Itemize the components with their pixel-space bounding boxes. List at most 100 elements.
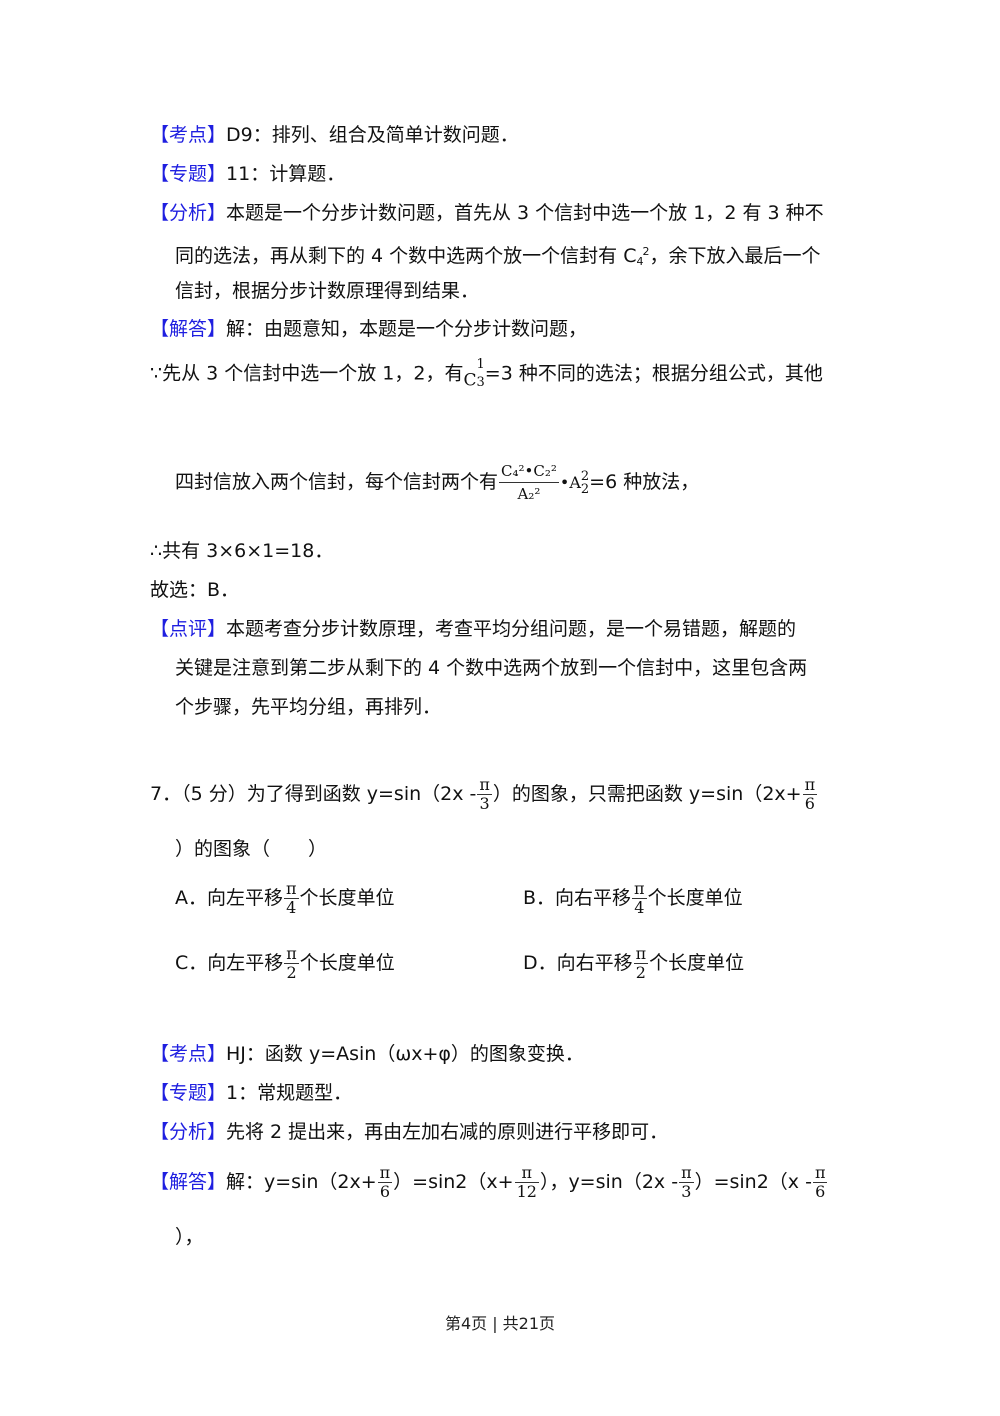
- frac-den: 6: [379, 1182, 390, 1201]
- dianping-line1: 本题考查分步计数原理，考查平均分组问题，是一个易错题，解题的: [226, 618, 797, 640]
- q7-kaodian-row: 【考点】HJ：函数 y=Asin（ωx+φ）的图象变换．: [150, 1041, 584, 1067]
- frac-num: π: [812, 1163, 828, 1183]
- zhuanti-text: 1：常规题型．: [226, 1082, 353, 1104]
- jieda-p2: ）=sin2（x+: [393, 1171, 514, 1193]
- frac-num: π: [802, 775, 818, 795]
- frac-num: π: [284, 879, 299, 899]
- grouping-fraction: C₄²•C₂² A₂²: [499, 460, 559, 505]
- zhuanti-tag: 【专题】: [150, 1082, 227, 1104]
- option-tail: 个长度单位: [649, 952, 745, 974]
- option-tail: 个长度单位: [299, 952, 395, 974]
- perm-sub: 2: [580, 481, 590, 497]
- frac-den: 2: [635, 963, 646, 982]
- fenxi-tag: 【分析】: [150, 202, 227, 224]
- frac-den: 4: [634, 898, 645, 917]
- frac-num: π: [633, 944, 649, 964]
- dianping-row: 【点评】本题考查分步计数原理，考查平均分组问题，是一个易错题，解题的: [150, 616, 796, 642]
- option-label: B．向右平移: [523, 887, 632, 909]
- frac-den: A₂²: [517, 485, 541, 503]
- jieda-line4: ∴共有 3×6×1=18．: [150, 540, 334, 562]
- frac-num: π: [284, 944, 299, 964]
- frac-den: 2: [286, 963, 297, 982]
- comb-sub: 3: [476, 375, 485, 390]
- jieda-line3-b: =6 种放法，: [589, 471, 700, 493]
- frac-den: 6: [815, 1182, 826, 1201]
- fenxi-line3: 信封，根据分步计数原理得到结果．: [175, 280, 480, 302]
- jieda-p4: ）=sin2（x -: [694, 1171, 812, 1193]
- fenxi-tag: 【分析】: [150, 1121, 227, 1143]
- frac-num: π: [477, 775, 492, 795]
- kaodian-row: 【考点】D9：排列、组合及简单计数问题．: [150, 122, 519, 148]
- fenxi-sup: 2: [642, 245, 650, 258]
- dianping-line3: 个步骤，先平均分组，再排列．: [175, 696, 442, 718]
- jieda-line5: 故选：B．: [150, 579, 240, 601]
- frac-num: π: [679, 1163, 694, 1183]
- dianping-line2: 关键是注意到第二步从剩下的 4 个数中选两个放到一个信封中，这里包含两: [175, 657, 808, 679]
- perm-sup: 2: [580, 468, 590, 484]
- frac-num: π: [377, 1163, 393, 1183]
- q7-fenxi-row: 【分析】先将 2 提出来，再由左加右减的原则进行平移即可．: [150, 1119, 668, 1145]
- jieda-tag: 【解答】: [150, 1171, 227, 1193]
- jieda-line2-b: =3 种不同的选法；根据分组公式，其他: [484, 362, 823, 385]
- fenxi-sub: 4: [636, 255, 644, 268]
- zhuanti-row: 【专题】11：计算题．: [150, 161, 345, 187]
- zhuanti-text: 11：计算题．: [226, 163, 346, 185]
- comb-c: C: [463, 370, 477, 391]
- fenxi-line2-a: 同的选法，再从剩下的 4 个数中选两个放一个信封有 C: [175, 245, 637, 267]
- perm-a: •A: [559, 473, 581, 492]
- zhuanti-tag: 【专题】: [150, 163, 227, 185]
- q7-stem-c: ）的图象（ ）: [175, 838, 328, 860]
- kaodian-text: HJ：函数 y=Asin（ωx+φ）的图象变换．: [226, 1043, 584, 1065]
- fenxi-text: 先将 2 提出来，再由左加右减的原则进行平移即可．: [226, 1121, 669, 1143]
- frac-num: π: [632, 879, 647, 899]
- jieda-line3-a: 四封信放入两个信封，每个信封两个有: [175, 471, 499, 493]
- fenxi-line2-b: ，余下放入最后一个: [649, 245, 821, 267]
- frac-den: 3: [681, 1182, 692, 1201]
- q7-stem-b: ）的图象，只需把函数 y=sin（2x+: [492, 783, 802, 805]
- kaodian-text: D9：排列、组合及简单计数问题．: [226, 124, 519, 146]
- jieda-row: 【解答】解：由题意知，本题是一个分步计数问题，: [150, 316, 587, 342]
- frac-den: 4: [286, 898, 297, 917]
- frac-num: π: [514, 1164, 539, 1183]
- option-label: C．向左平移: [175, 952, 284, 974]
- jieda-line2-a: ∵先从 3 个信封中选一个放 1，2，有: [150, 362, 464, 385]
- jieda-p1: 解：y=sin（2x+: [226, 1171, 377, 1193]
- frac-den: 6: [804, 794, 815, 813]
- jieda-line1: 解：由题意知，本题是一个分步计数问题，: [226, 318, 588, 340]
- fenxi-row: 【分析】本题是一个分步计数问题，首先从 3 个信封中选一个放 1，2 有 3 种…: [150, 200, 824, 226]
- fenxi-line1: 本题是一个分步计数问题，首先从 3 个信封中选一个放 1，2 有 3 种不: [226, 202, 824, 224]
- jieda-tag: 【解答】: [150, 318, 227, 340]
- dianping-tag: 【点评】: [150, 618, 227, 640]
- q7-stem-a: 7．（5 分）为了得到函数 y=sin（2x -: [150, 783, 477, 805]
- option-label: D．向右平移: [523, 952, 633, 974]
- option-tail: 个长度单位: [299, 887, 395, 909]
- jieda-p3: ），y=sin（2x -: [539, 1171, 679, 1193]
- q7-zhuanti-row: 【专题】1：常规题型．: [150, 1080, 352, 1106]
- fenxi-line2: 同的选法，再从剩下的 4 个数中选两个放一个信封有 C42，余下放入最后一个: [175, 239, 821, 275]
- option-tail: 个长度单位: [647, 887, 743, 909]
- kaodian-tag: 【考点】: [150, 124, 227, 146]
- frac-den: 3: [479, 794, 490, 813]
- frac-num: C₄²•C₂²: [499, 460, 559, 483]
- comb-sup: 1: [476, 357, 485, 372]
- page-footer: 第4页 | 共21页: [444, 1314, 556, 1333]
- kaodian-tag: 【考点】: [150, 1043, 227, 1065]
